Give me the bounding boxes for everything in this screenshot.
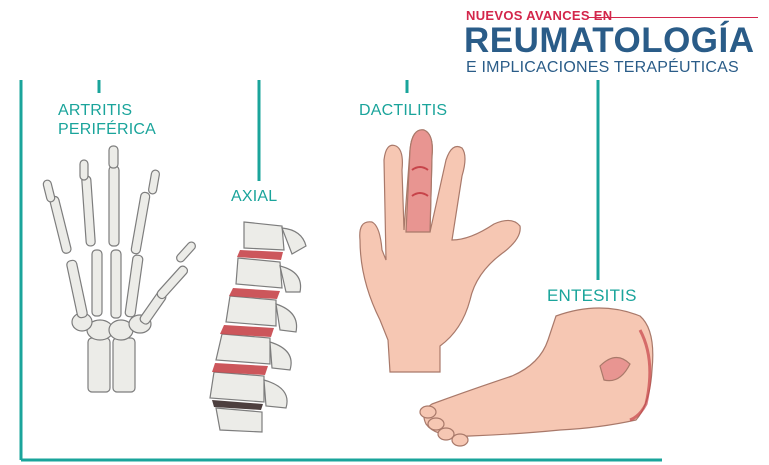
label-entesitis: ENTESITIS: [547, 286, 637, 305]
brand-sub-text: E IMPLICACIONES TERAPÉUTICAS: [466, 59, 739, 77]
hand-dactilitis-illustration: [360, 130, 520, 372]
label-artritis-periferica: ARTRITIS PERIFÉRICA: [58, 101, 156, 139]
brand-main-text: REUMATOLOGÍA: [464, 22, 755, 60]
label-artritis-line2: PERIFÉRICA: [58, 120, 156, 139]
label-artritis-line1: ARTRITIS: [58, 101, 156, 120]
label-axial: AXIAL: [231, 187, 277, 206]
brand-logo: NUEVOS AVANCES EN REUMATOLOGÍA E IMPLICA…: [464, 4, 764, 82]
brand-top-rule: [588, 17, 758, 18]
spine-illustration: [210, 222, 306, 432]
label-dactilitis: DACTILITIS: [359, 101, 447, 120]
skeletal-hand-illustration: [42, 146, 197, 392]
